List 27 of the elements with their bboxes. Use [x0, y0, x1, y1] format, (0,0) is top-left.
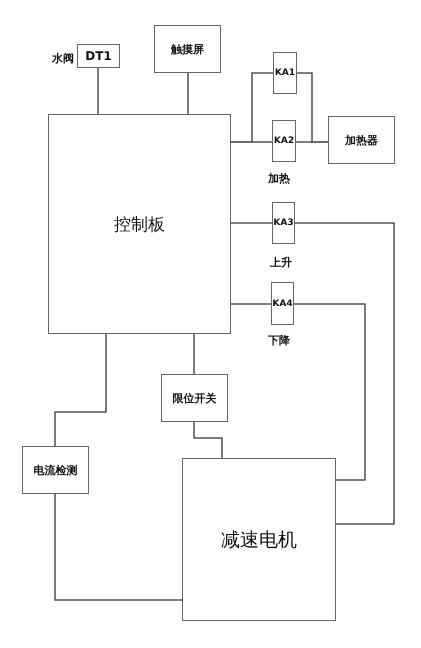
connector-line — [295, 222, 395, 525]
connector-line — [54, 334, 107, 446]
relay-caption: 加热 — [268, 171, 290, 186]
connector-line — [193, 334, 195, 374]
connector-line — [97, 68, 99, 114]
relay-box: DT1 — [77, 44, 120, 68]
relay-box: KA1 — [273, 52, 297, 94]
device-box: 电流检测 — [22, 446, 89, 494]
connector-line — [231, 141, 272, 143]
relay-caption: 水阀 — [52, 51, 74, 66]
control-board-box: 控制板 — [48, 114, 231, 334]
relay-caption: 上升 — [270, 255, 292, 270]
connector-line — [54, 494, 182, 601]
connector-line — [296, 141, 328, 143]
relay-box: KA4 — [271, 282, 294, 325]
motor-box: 减速电机 — [182, 458, 336, 621]
connector-line — [231, 303, 271, 305]
connector-line — [231, 222, 272, 224]
connector-line — [294, 303, 366, 481]
connector-line — [187, 73, 189, 114]
relay-box: KA2 — [272, 120, 296, 162]
connector-line — [193, 422, 223, 458]
relay-box: KA3 — [272, 202, 295, 244]
relay-caption: 下降 — [268, 333, 290, 348]
device-box: 触摸屏 — [154, 25, 221, 73]
device-box: 限位开关 — [161, 374, 228, 422]
device-box: 加热器 — [328, 116, 395, 164]
